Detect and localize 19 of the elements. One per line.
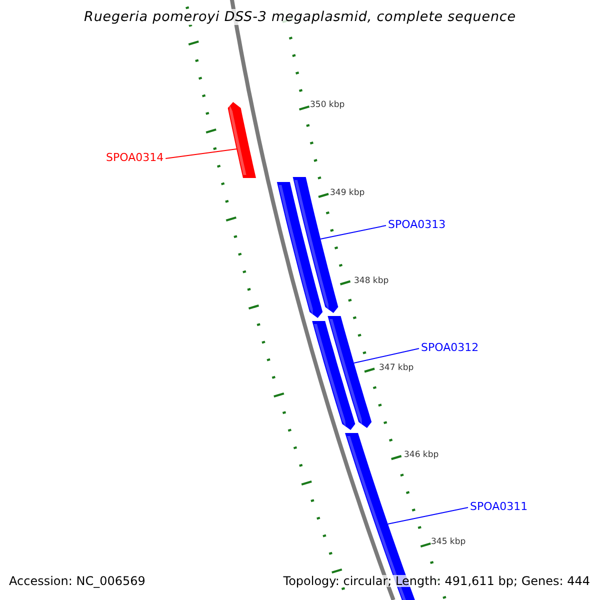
gene-label: SPOA0312 <box>421 342 479 353</box>
accession-text: Accession: NC_006569 <box>9 575 146 587</box>
scale-label: 346 kbp <box>404 451 439 460</box>
leader-line <box>354 348 420 364</box>
scale-label: 350 kbp <box>310 101 345 110</box>
gene-bar <box>328 316 372 428</box>
gene-label: SPOA0313 <box>388 219 446 230</box>
scale-label: 347 kbp <box>379 364 414 372</box>
gene-bar <box>228 102 256 178</box>
summary-text: Topology: circular; Length: 491,611 bp; Genes: 444 <box>283 575 590 587</box>
scale-label: 348 kbp <box>354 277 389 286</box>
scale-label: 345 kbp <box>431 538 466 546</box>
leader-line <box>320 225 386 240</box>
gene-label: SPOA0314 <box>106 152 164 163</box>
scale-label: 349 kbp <box>330 189 365 198</box>
gene-label: SPOA0311 <box>470 501 528 512</box>
title: Ruegeria pomeroyi DSS-3 megaplasmid, complete sequence <box>84 9 516 25</box>
leader-line <box>387 507 468 524</box>
leader-line <box>165 148 237 159</box>
